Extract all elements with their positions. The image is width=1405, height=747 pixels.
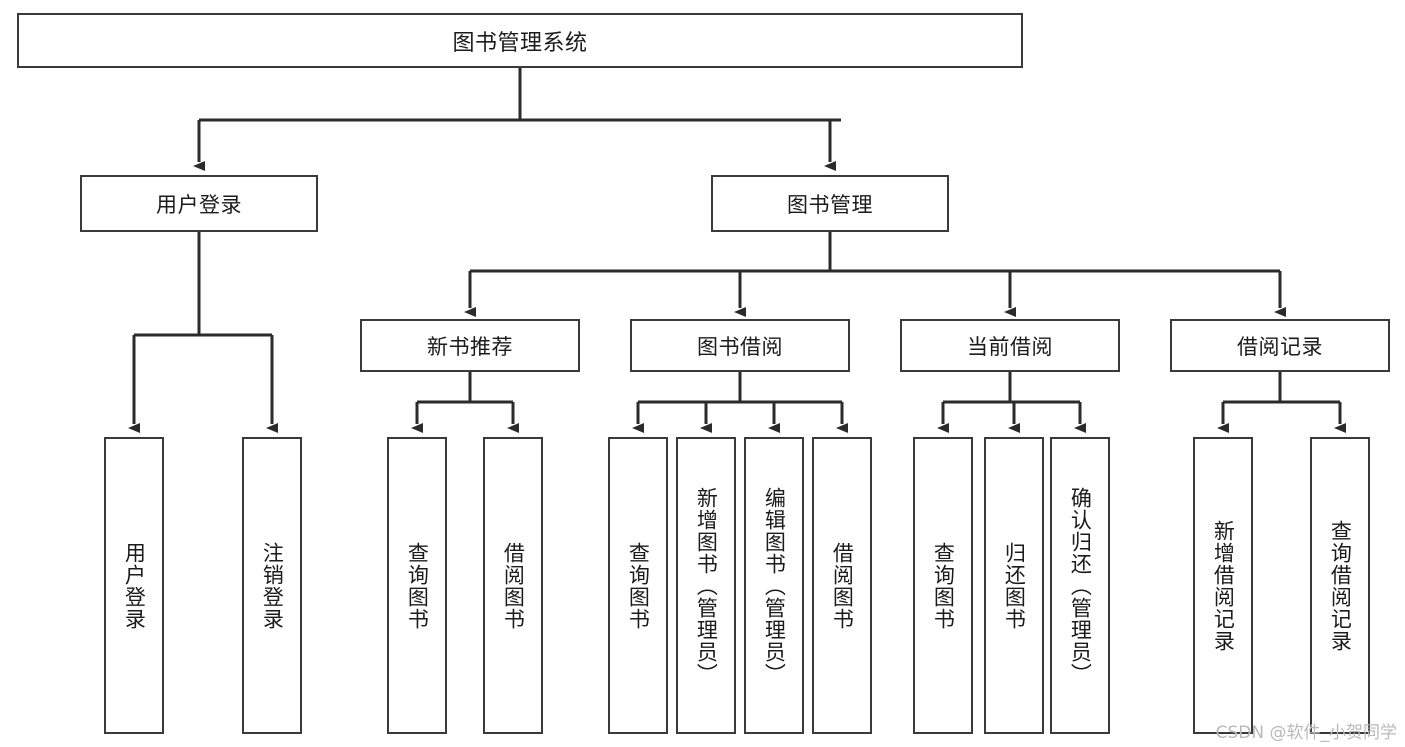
leaf-查询借阅记录-of-借阅记录[interactable]: 查询借阅记录: [1310, 437, 1370, 734]
leaf-用户登录-of-用户登录[interactable]: 用户登录: [104, 437, 164, 734]
node-新书推荐[interactable]: 新书推荐: [360, 319, 580, 372]
leaf-新增借阅记录-of-借阅记录[interactable]: 新增借阅记录: [1193, 437, 1253, 734]
leaf-注销登录-of-用户登录[interactable]: 注销登录: [242, 437, 302, 734]
node-label: 查询借阅记录: [1328, 519, 1353, 652]
node-label: 新书推荐: [427, 334, 513, 359]
leaf-编辑图书管理员-of-图书借阅[interactable]: 编辑图书（管理员）: [744, 437, 804, 734]
node-label: 当前借阅: [967, 334, 1053, 359]
node-label: 用户登录: [156, 192, 242, 217]
node-图书管理[interactable]: 图书管理: [711, 175, 949, 232]
node-label: 用户登录: [122, 541, 147, 630]
node-label: 新增借阅记录: [1211, 519, 1236, 652]
node-label: 查询图书: [626, 541, 651, 630]
leaf-查询图书-of-当前借阅[interactable]: 查询图书: [913, 437, 973, 734]
node-label: 借阅记录: [1237, 334, 1323, 359]
leaf-新增图书管理员-of-图书借阅[interactable]: 新增图书（管理员）: [676, 437, 736, 734]
node-label: 确认归还（管理员）: [1068, 486, 1093, 685]
csdn-watermark: CSDN @软件_小贺同学: [1215, 723, 1397, 743]
node-借阅记录[interactable]: 借阅记录: [1170, 319, 1390, 372]
node-label: 新增图书（管理员）: [694, 486, 719, 685]
node-label: 查询图书: [405, 541, 430, 630]
leaf-借阅图书-of-新书推荐[interactable]: 借阅图书: [483, 437, 543, 734]
leaf-查询图书-of-图书借阅[interactable]: 查询图书: [608, 437, 668, 734]
node-当前借阅[interactable]: 当前借阅: [900, 319, 1120, 372]
node-label: 归还图书: [1002, 541, 1027, 630]
node-用户登录[interactable]: 用户登录: [80, 175, 318, 232]
node-label: 编辑图书（管理员）: [762, 486, 787, 685]
leaf-归还图书-of-当前借阅[interactable]: 归还图书: [984, 437, 1044, 734]
node-label: 查询图书: [931, 541, 956, 630]
node-label: 注销登录: [260, 541, 285, 630]
node-label: 借阅图书: [501, 541, 526, 630]
leaf-查询图书-of-新书推荐[interactable]: 查询图书: [387, 437, 447, 734]
node-root-system[interactable]: 图书管理系统: [17, 13, 1023, 68]
node-图书借阅[interactable]: 图书借阅: [630, 319, 850, 372]
leaf-确认归还管理员-of-当前借阅[interactable]: 确认归还（管理员）: [1050, 437, 1110, 734]
node-label: 借阅图书: [830, 541, 855, 630]
leaf-借阅图书-of-图书借阅[interactable]: 借阅图书: [812, 437, 872, 734]
node-label: 图书管理: [787, 192, 873, 217]
node-label: 图书借阅: [697, 334, 783, 359]
